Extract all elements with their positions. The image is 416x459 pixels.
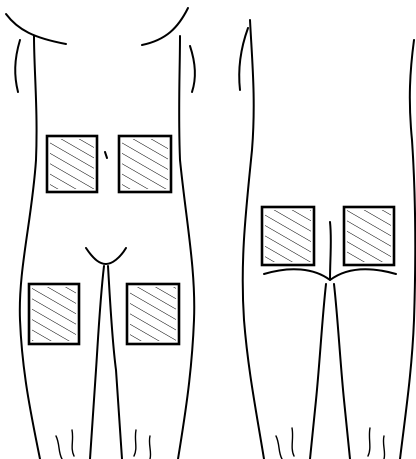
back-inner-right-leg [334,284,350,459]
injection-site-front-upper-left [47,136,97,192]
back-left-knee [276,428,294,459]
front-view [6,8,195,459]
front-inner-right-leg [108,266,122,459]
back-gluteal-cleft [330,222,331,280]
injection-site-front-upper-right [119,136,171,192]
front-groin [86,248,126,264]
front-right-knee [134,430,151,459]
back-injection-sites [262,207,394,265]
front-right-arm [190,46,195,92]
front-right-shoulder [142,8,188,45]
back-right-knee [368,428,385,459]
injection-site-back-left [262,207,314,265]
front-left-body-outline [20,36,40,459]
back-left-arm [239,28,248,90]
injection-site-front-lower-right [127,284,179,344]
front-left-knee [56,430,74,459]
back-inner-left-leg [310,284,326,459]
front-left-arm [15,40,20,92]
injection-site-back-right [344,207,394,265]
front-left-shoulder [6,14,66,44]
back-right-body-outline [400,40,415,459]
front-navel [105,152,107,158]
front-right-body-outline [178,36,194,459]
injection-site-front-lower-left [29,284,79,344]
front-injection-sites [29,136,179,344]
front-inner-left-leg [90,266,104,459]
